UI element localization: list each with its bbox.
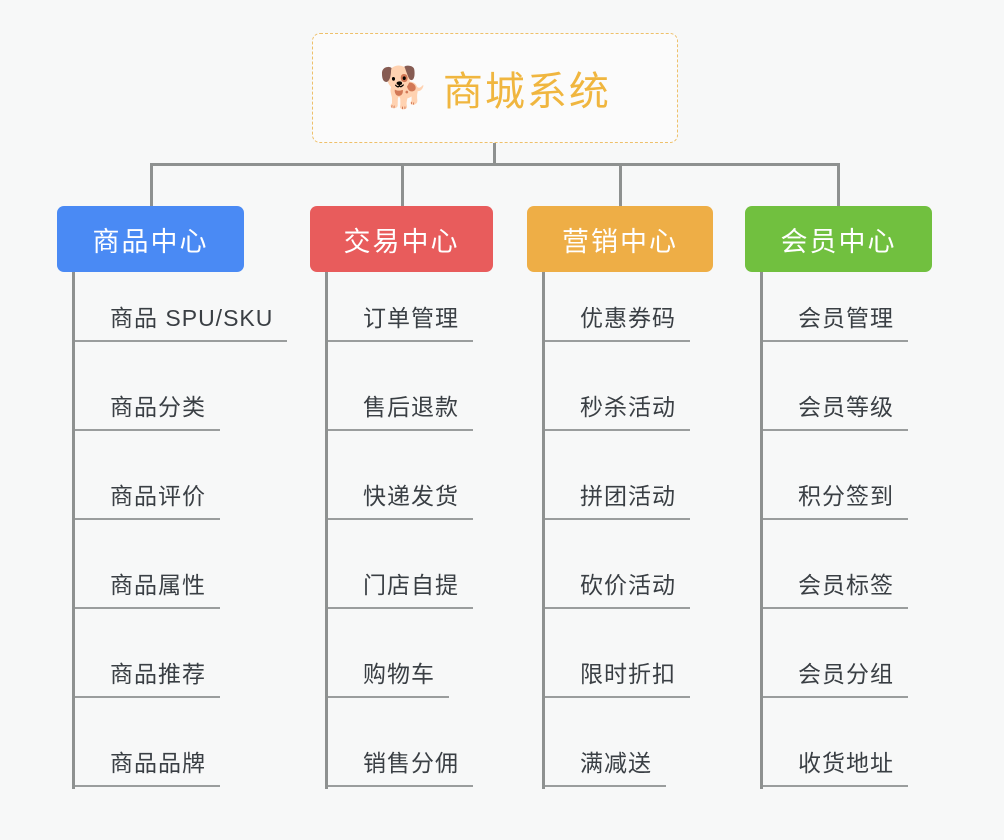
list-item[interactable]: 门店自提	[328, 522, 493, 611]
leaf-label: 商品属性	[75, 566, 220, 609]
list-item[interactable]: 快递发货	[328, 433, 493, 522]
branch-header-marketing-center[interactable]: 营销中心	[527, 206, 713, 272]
list-item[interactable]: 积分签到	[763, 433, 932, 522]
branch-children-product-center: 商品 SPU/SKU 商品分类 商品评价 商品属性 商品推荐 商品品牌	[72, 272, 288, 789]
list-item[interactable]: 会员管理	[763, 272, 932, 344]
list-item[interactable]: 满减送	[545, 700, 713, 789]
leaf-label: 优惠券码	[545, 299, 690, 342]
list-item[interactable]: 购物车	[328, 611, 493, 700]
leaf-label: 商品 SPU/SKU	[75, 299, 288, 342]
list-item[interactable]: 商品分类	[75, 344, 244, 433]
leaf-label: 满减送	[545, 744, 666, 787]
leaf-label: 积分签到	[763, 477, 908, 520]
connector-drop-2	[401, 163, 404, 206]
leaf-label: 订单管理	[328, 299, 473, 342]
leaf-label: 商品品牌	[75, 744, 220, 787]
list-item[interactable]: 限时折扣	[545, 611, 713, 700]
list-item[interactable]: 售后退款	[328, 344, 493, 433]
branch-children-marketing-center: 优惠券码 秒杀活动 拼团活动 砍价活动 限时折扣 满减送	[542, 272, 713, 789]
leaf-label: 会员等级	[763, 388, 908, 431]
leaf-label: 门店自提	[328, 566, 473, 609]
branch-header-product-center[interactable]: 商品中心	[57, 206, 244, 272]
list-item[interactable]: 会员等级	[763, 344, 932, 433]
leaf-label: 会员管理	[763, 299, 908, 342]
connector-root-stem	[493, 143, 496, 164]
leaf-label: 快递发货	[328, 477, 473, 520]
connector-drop-3	[619, 163, 622, 206]
list-item[interactable]: 商品品牌	[75, 700, 244, 789]
list-item[interactable]: 会员标签	[763, 522, 932, 611]
leaf-label: 会员标签	[763, 566, 908, 609]
leaf-label: 商品分类	[75, 388, 220, 431]
connector-drop-1	[150, 163, 153, 206]
leaf-label: 售后退款	[328, 388, 473, 431]
list-item[interactable]: 商品 SPU/SKU	[75, 272, 288, 344]
branch-children-member-center: 会员管理 会员等级 积分签到 会员标签 会员分组 收货地址	[760, 272, 932, 789]
branch-header-trade-center[interactable]: 交易中心	[310, 206, 493, 272]
leaf-label: 商品推荐	[75, 655, 220, 698]
list-item[interactable]: 拼团活动	[545, 433, 713, 522]
leaf-label: 限时折扣	[545, 655, 690, 698]
list-item[interactable]: 砍价活动	[545, 522, 713, 611]
leaf-label: 购物车	[328, 655, 449, 698]
list-item[interactable]: 会员分组	[763, 611, 932, 700]
list-item[interactable]: 商品评价	[75, 433, 244, 522]
branch-product-center: 商品中心 商品 SPU/SKU 商品分类 商品评价 商品属性 商品推荐 商品品牌	[57, 206, 288, 789]
branch-member-center: 会员中心 会员管理 会员等级 积分签到 会员标签 会员分组 收货地址	[745, 206, 932, 789]
root-node[interactable]: 🐕 商城系统	[312, 33, 678, 143]
leaf-label: 商品评价	[75, 477, 220, 520]
connector-horizontal-bus	[150, 163, 840, 166]
leaf-label: 砍价活动	[545, 566, 690, 609]
branch-marketing-center: 营销中心 优惠券码 秒杀活动 拼团活动 砍价活动 限时折扣 满减送	[527, 206, 713, 789]
leaf-label: 收货地址	[763, 744, 908, 787]
leaf-label: 拼团活动	[545, 477, 690, 520]
list-item[interactable]: 订单管理	[328, 272, 493, 344]
list-item[interactable]: 收货地址	[763, 700, 932, 789]
list-item[interactable]: 商品推荐	[75, 611, 244, 700]
list-item[interactable]: 优惠券码	[545, 272, 713, 344]
leaf-label: 秒杀活动	[545, 388, 690, 431]
branch-header-member-center[interactable]: 会员中心	[745, 206, 932, 272]
list-item[interactable]: 商品属性	[75, 522, 244, 611]
root-title: 商城系统	[442, 70, 611, 114]
connector-drop-4	[837, 163, 840, 206]
branch-children-trade-center: 订单管理 售后退款 快递发货 门店自提 购物车 销售分佣	[325, 272, 493, 789]
branch-trade-center: 交易中心 订单管理 售后退款 快递发货 门店自提 购物车 销售分佣	[310, 206, 493, 789]
shiba-dog-emoji: 🐕	[379, 66, 429, 110]
leaf-label: 会员分组	[763, 655, 908, 698]
list-item[interactable]: 秒杀活动	[545, 344, 713, 433]
leaf-label: 销售分佣	[328, 744, 473, 787]
list-item[interactable]: 销售分佣	[328, 700, 493, 789]
